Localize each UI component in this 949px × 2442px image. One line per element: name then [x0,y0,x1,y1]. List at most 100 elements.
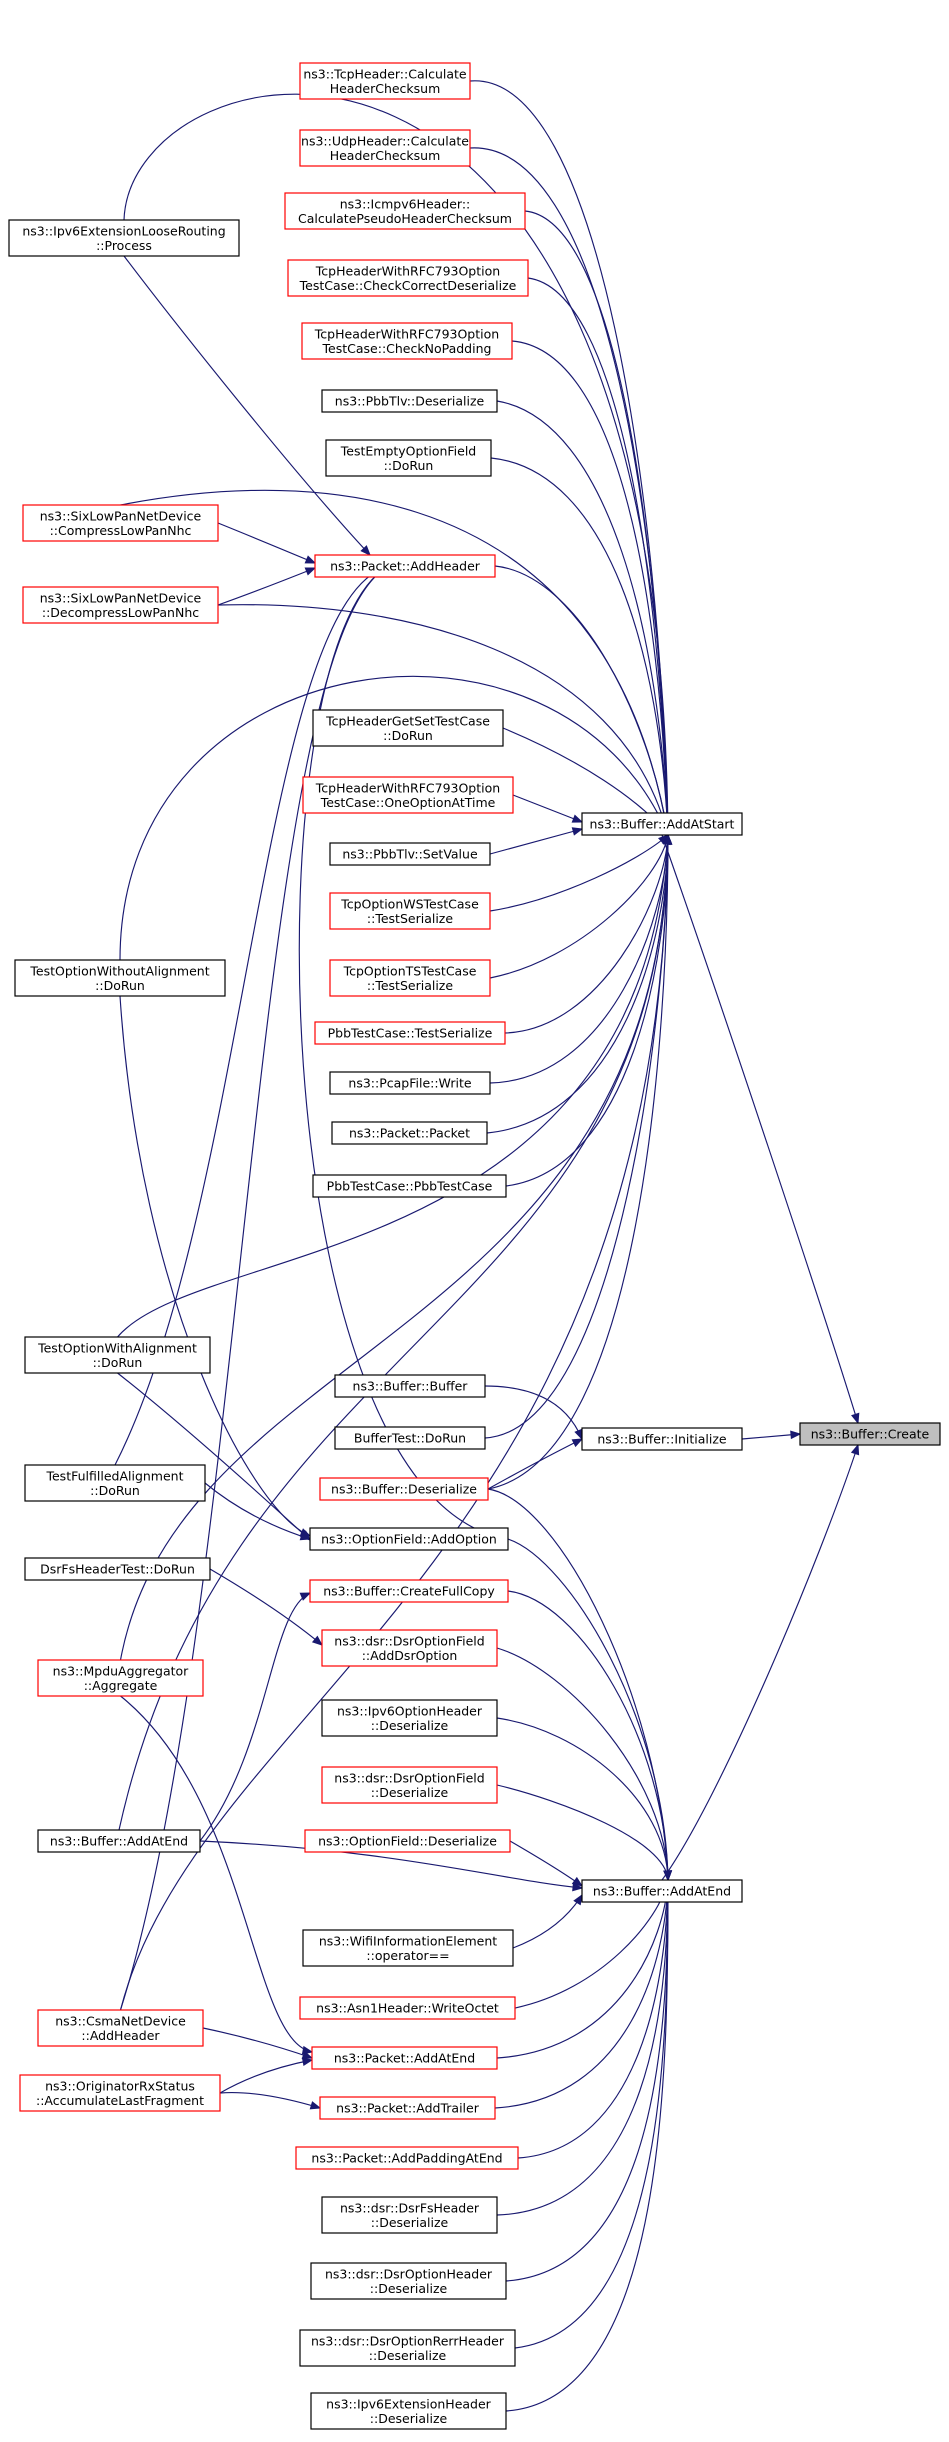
node-box [329,1071,491,1095]
call-edge-16 [489,828,583,855]
node-box [309,1527,509,1551]
call-edge-12 [494,565,669,836]
node-tcp-check-correct[interactable]: TcpHeaderWithRFC793OptionTestCase::Check… [287,259,529,297]
node-pcap-write[interactable]: ns3::PcapFile::Write [329,1071,491,1095]
node-mpdu-agg[interactable]: ns3::MpduAggregator::Aggregate [37,1659,204,1697]
node-box [314,554,496,578]
call-edge-51 [512,1894,583,1949]
call-edge-3 [123,93,669,836]
node-label: ::operator== [366,1948,449,1963]
node-buffer-test[interactable]: BufferTest::DoRun [334,1426,486,1450]
call-edge-47 [496,1717,669,1881]
node-dsrfs-test[interactable]: DsrFsHeaderTest::DoRun [24,1557,211,1581]
node-ipv6-loose[interactable]: ns3::Ipv6ExtensionLooseRouting::Process [8,219,240,257]
call-edge-13 [217,604,669,836]
node-originator[interactable]: ns3::OriginatorRxStatus::AccumulateLastF… [19,2074,221,2112]
node-label: ::Process [96,238,152,253]
call-edge-37 [298,565,509,1540]
node-box [299,62,471,100]
node-box [581,812,743,836]
call-edge-20 [504,834,669,1034]
node-optfield-add[interactable]: ns3::OptionField::AddOption [309,1527,509,1551]
node-box [304,1829,511,1853]
node-box [334,1426,486,1450]
node-box [310,2392,507,2430]
node-buffer-addatend-left[interactable]: ns3::Buffer::AddAtEnd [37,1829,201,1853]
edge-arrowhead [571,814,584,823]
call-edge-7 [527,277,669,836]
node-label: ::AccumulateLastFragment [36,2093,204,2108]
call-edge-22 [486,834,669,1134]
node-optfield-deser[interactable]: ns3::OptionField::Deserialize [304,1829,511,1853]
node-dsr-opthdr-deser[interactable]: ns3::dsr::DsrOptionHeader::Deserialize [310,2262,507,2300]
node-packet-addpad[interactable]: ns3::Packet::AddPaddingAtEnd [295,2146,519,2170]
node-label: TestOptionWithAlignment [37,1340,197,1355]
node-sixlow-decompress[interactable]: ns3::SixLowPanNetDevice::DecompressLowPa… [22,586,219,624]
node-box [321,389,498,413]
node-buffer-fullcopy[interactable]: ns3::Buffer::CreateFullCopy [309,1579,509,1603]
edge-arrowhead [663,833,673,845]
node-packet-packet[interactable]: ns3::Packet::Packet [331,1121,488,1145]
node-label: ns3::Ipv6ExtensionLooseRouting [22,223,225,238]
node-test-opt-without[interactable]: TestOptionWithoutAlignment::DoRun [14,959,226,997]
node-create[interactable]: ns3::Buffer::Create [799,1422,941,1446]
node-box [331,1121,488,1145]
call-edge-29 [119,834,669,2011]
call-edge-56 [496,1879,669,2216]
node-wifi-ie[interactable]: ns3::WifiInformationElement::operator== [302,1929,514,1967]
call-edge-19 [119,675,669,961]
node-pbbtlv-deser[interactable]: ns3::PbbTlv::Deserialize [321,389,498,413]
node-sixlow-compress[interactable]: ns3::SixLowPanNetDevice::CompressLowPanN… [22,504,219,542]
node-label: ns3::OriginatorRxStatus [45,2078,195,2093]
node-icmpv6-calc[interactable]: ns3::Icmpv6Header::CalculatePseudoHeader… [284,192,526,230]
node-label: DsrFsHeaderTest::DoRun [40,1562,195,1577]
edge-arrowhead [301,2045,314,2055]
node-dsr-add-opt[interactable]: ns3::dsr::DsrOptionField::AddDsrOption [321,1629,498,1667]
node-dsrfs-deser[interactable]: ns3::dsr::DsrFsHeader::Deserialize [321,2196,498,2234]
node-tcp-one-opt[interactable]: TcpHeaderWithRFC793OptionTestCase::OneOp… [302,776,514,814]
node-label: ns3::Packet::AddHeader [330,559,481,574]
node-label: TcpOptionWSTestCase [340,896,479,911]
node-packet-add-header[interactable]: ns3::Packet::AddHeader [314,554,496,578]
node-ipv6opt-deser[interactable]: ns3::Ipv6OptionHeader::Deserialize [321,1699,498,1737]
node-box [321,1766,498,1804]
node-add-at-end[interactable]: ns3::Buffer::AddAtEnd [581,1879,743,1903]
node-packet-addtrailer[interactable]: ns3::Packet::AddTrailer [319,2096,496,2120]
node-label: TestEmptyOptionField [340,443,477,458]
node-test-fulfilled[interactable]: TestFulfilledAlignment::DoRun [24,1464,206,1502]
node-add-at-start[interactable]: ns3::Buffer::AddAtStart [581,812,743,836]
node-label: ::AddHeader [81,2028,160,2043]
node-box [37,1659,204,1697]
node-label: ns3::Packet::AddPaddingAtEnd [311,2151,502,2166]
node-dsr-rerr-deser[interactable]: ns3::dsr::DsrOptionRerrHeader::Deseriali… [299,2329,516,2367]
node-pbbtlv-setvalue[interactable]: ns3::PbbTlv::SetValue [329,842,491,866]
node-pbb-test-ser[interactable]: PbbTestCase::TestSerialize [314,1021,506,1045]
node-box [19,2074,221,2112]
node-test-opt-with[interactable]: TestOptionWithAlignment::DoRun [24,1336,211,1374]
node-label: ns3::Ipv6ExtensionHeader [326,2396,492,2411]
node-asn1-write[interactable]: ns3::Asn1Header::WriteOctet [299,1996,516,2020]
node-packet-addatend[interactable]: ns3::Packet::AddAtEnd [311,2046,498,2070]
node-buffer-buffer[interactable]: ns3::Buffer::Buffer [334,1374,486,1398]
node-label: ns3::SixLowPanNetDevice [40,590,202,605]
node-pbb-testcase[interactable]: PbbTestCase::PbbTestCase [312,1174,507,1198]
node-tcp-getset[interactable]: TcpHeaderGetSetTestCase::DoRun [312,709,504,747]
node-tcp-check-nopad[interactable]: TcpHeaderWithRFC793OptionTestCase::Check… [301,322,513,360]
node-box [22,504,219,542]
node-buffer-deser[interactable]: ns3::Buffer::Deserialize [319,1477,489,1501]
node-ipv6ext-deser[interactable]: ns3::Ipv6ExtensionHeader::Deserialize [310,2392,507,2430]
node-dsr-optfield-deser[interactable]: ns3::dsr::DsrOptionField::Deserialize [321,1766,498,1804]
node-tcp-ts-ser[interactable]: TcpOptionTSTestCase::TestSerialize [329,959,491,997]
node-label: ns3::OptionField::Deserialize [318,1834,497,1849]
call-edge-28 [118,834,669,1831]
node-label: ::Deserialize [371,2215,449,2230]
node-label: ns3::Buffer::Deserialize [331,1482,477,1497]
node-initialize[interactable]: ns3::Buffer::Initialize [581,1427,743,1451]
node-test-empty-opt[interactable]: TestEmptyOptionField::DoRun [325,439,492,477]
node-tcp-ws-ser[interactable]: TcpOptionWSTestCase::TestSerialize [329,892,491,930]
node-csma-add[interactable]: ns3::CsmaNetDevice::AddHeader [37,2009,204,2047]
edge-arrowhead [360,545,371,556]
